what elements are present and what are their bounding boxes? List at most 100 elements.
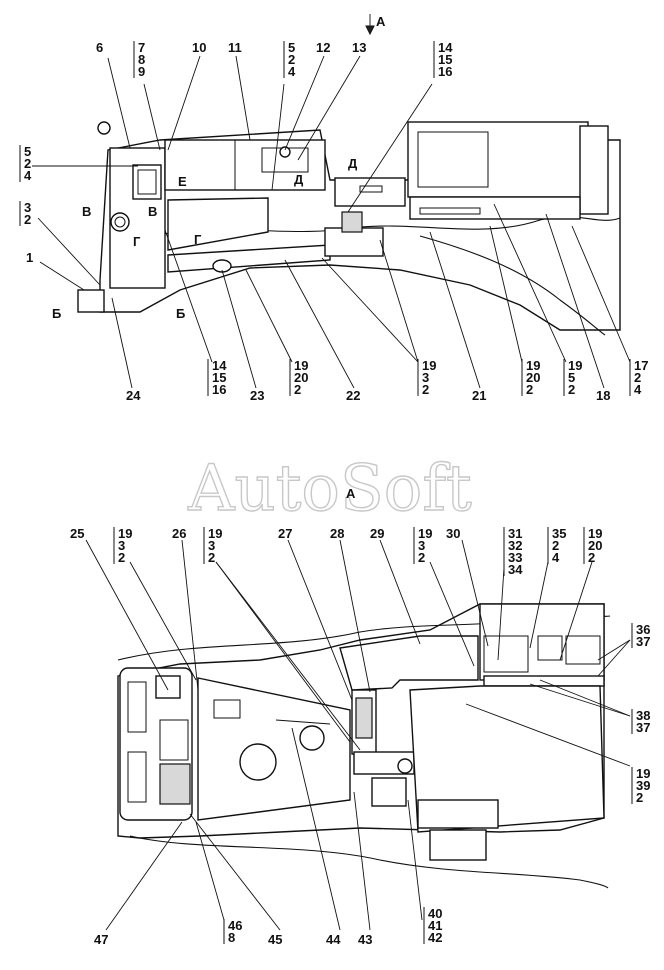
top-view: А: [19, 14, 648, 403]
break-line: [129, 835, 609, 889]
plan-leaders: [85, 539, 631, 931]
platform-rod: [275, 719, 331, 725]
oval-hatch: [212, 259, 232, 273]
right-unit-cap: [579, 125, 609, 215]
plan-view: А: [70, 486, 650, 947]
small-box-lower: [371, 777, 407, 807]
callout: 13: [352, 40, 366, 55]
callout: 25: [70, 526, 84, 541]
right-unit-window: [417, 131, 489, 188]
pedestal-foot: [429, 829, 487, 861]
callout: 1: [26, 250, 33, 265]
callout: 27: [278, 526, 292, 541]
door-panel: [167, 197, 269, 251]
section-mark-d: Д: [348, 156, 358, 171]
callout: 30: [446, 526, 460, 541]
callout: 26: [172, 526, 186, 541]
round-sight-inner: [114, 216, 126, 228]
right-plan-bar: [483, 675, 605, 687]
break-line: [419, 235, 606, 336]
right-base-slot: [419, 207, 481, 215]
tilted-platform: [197, 677, 351, 821]
callout: 23: [250, 388, 264, 403]
side-box-slot: [127, 751, 147, 803]
callout: 10: [192, 40, 206, 55]
callout: 43: [358, 932, 372, 947]
callout: 22: [346, 388, 360, 403]
callout: 12: [316, 40, 330, 55]
callout: 28: [330, 526, 344, 541]
section-mark-v: В: [148, 204, 157, 219]
hopper: [339, 635, 479, 691]
callout: 24: [126, 388, 141, 403]
right-plan-slot: [483, 635, 529, 673]
callout: 47: [94, 932, 108, 947]
section-mark-b: Б: [176, 306, 185, 321]
section-mark-g: Г: [133, 234, 141, 249]
round-sight: [110, 212, 130, 232]
callout: 44: [326, 932, 341, 947]
side-box-slot: [127, 681, 147, 733]
right-unit: [407, 121, 589, 198]
right-plan-slot: [537, 635, 563, 661]
platform-knob: [299, 725, 325, 751]
central-bracket: [324, 227, 384, 257]
pedestal: [417, 799, 499, 829]
bracket-cap: [341, 211, 363, 233]
round-fitting: [397, 758, 413, 774]
top-leaders: [32, 55, 631, 389]
side-box-pad: [159, 763, 191, 805]
instrument-slot: [359, 185, 383, 193]
right-plan-unit: [479, 603, 605, 681]
callout: 18: [596, 388, 610, 403]
grommet: [279, 146, 291, 158]
callout: 6: [96, 40, 103, 55]
column-cap: [355, 697, 373, 739]
section-marks: В В Г Г Д Д Е Б Б: [52, 156, 358, 321]
view-a-title: А: [346, 486, 356, 501]
side-box-lid: [155, 675, 181, 699]
view-a-arrow-label: А: [376, 14, 386, 29]
bracket-box: [77, 289, 105, 313]
right-plan-slot: [565, 635, 601, 665]
view-a-arrow: А: [365, 14, 386, 36]
side-box-plate: [159, 719, 189, 761]
section-mark-e: Е: [178, 174, 187, 189]
handle-knob: [97, 121, 111, 135]
callout: 11: [228, 40, 242, 55]
callout: 21: [472, 388, 486, 403]
callout: 29: [370, 526, 384, 541]
section-mark-v: В: [82, 204, 91, 219]
floor-strip: [167, 244, 331, 273]
watermark: AutoSoft: [187, 452, 472, 526]
platform-wheel: [239, 743, 277, 781]
section-mark-g: Г: [194, 232, 202, 247]
platform-pad: [213, 699, 241, 719]
right-plan-frame: [409, 685, 605, 833]
